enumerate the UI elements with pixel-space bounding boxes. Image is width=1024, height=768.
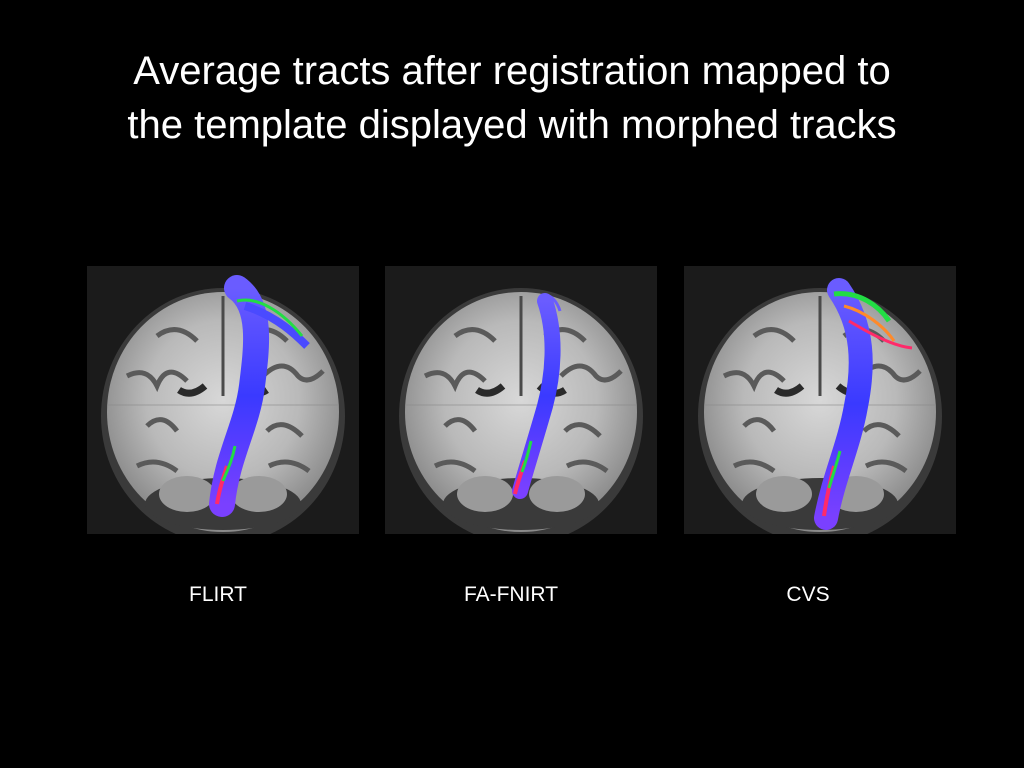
flirt-caption: FLIRT — [189, 583, 247, 606]
cvs-caption: CVS — [786, 583, 830, 606]
fa-fnirt-brain-image — [385, 266, 657, 534]
fa-fnirt-mri-figure — [385, 266, 657, 534]
slide-title: Average tracts after registration mapped… — [40, 44, 984, 152]
flirt-mri-figure — [87, 275, 359, 534]
cvs-brain-image — [684, 266, 956, 534]
fa-fnirt-caption: FA-FNIRT — [463, 583, 559, 606]
cvs-mri-figure — [684, 278, 956, 534]
slide-title-line-1: Average tracts after registration mapped… — [133, 49, 891, 93]
flirt-brain-image — [87, 266, 359, 534]
slide-title-line-2: the template displayed with morphed trac… — [127, 103, 897, 147]
